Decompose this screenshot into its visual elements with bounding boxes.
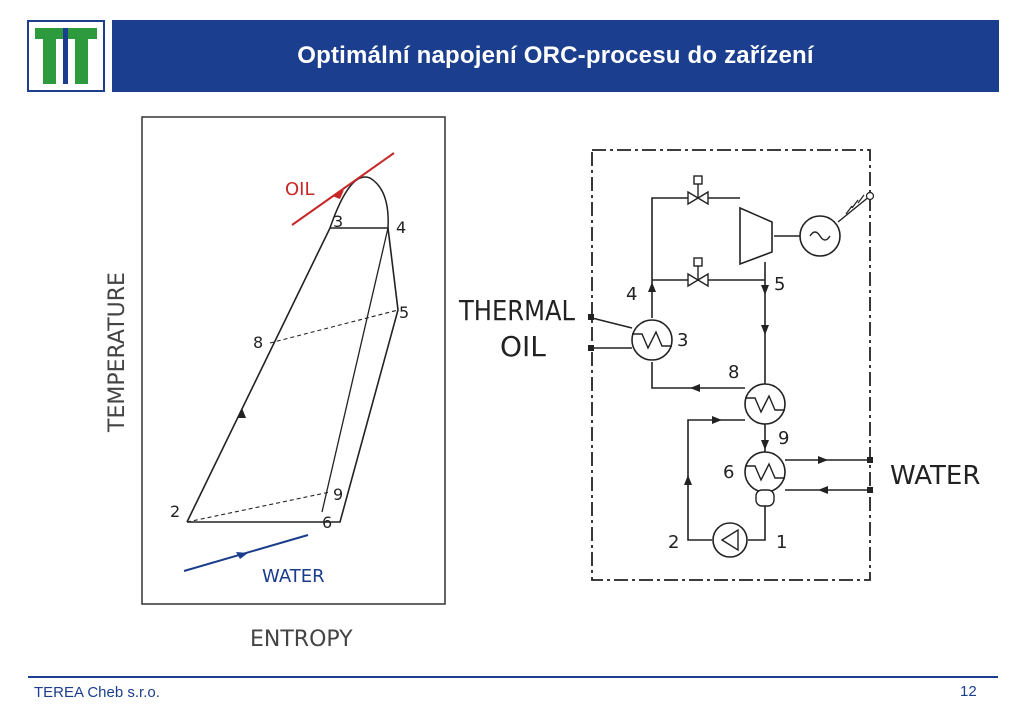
point-5-label: 5 — [399, 303, 409, 322]
point-2-label: 2 — [170, 502, 180, 521]
x-axis-label: ENTROPY — [250, 627, 353, 652]
node-3-label: 3 — [677, 330, 688, 351]
flow-arrow — [818, 456, 828, 464]
valve-icon — [687, 257, 709, 288]
recuperation-line-low — [186, 491, 331, 523]
oil-line — [291, 152, 395, 226]
node-1-label: 1 — [776, 532, 787, 553]
saturation-dome — [329, 176, 389, 229]
node-4-label: 4 — [626, 284, 637, 305]
page-title: Optimální napojení ORC-procesu do zaříze… — [297, 42, 814, 69]
pipe-hp — [651, 197, 740, 318]
flow-arrow — [690, 384, 700, 392]
diagram-canvas: OIL WATER 3 4 5 8 2 9 6 ENTROPY TEMPERAT… — [105, 116, 980, 652]
orc-schematic: THERMAL OIL WATER 4 5 3 8 9 6 2 1 — [458, 149, 980, 581]
generator-icon — [799, 191, 875, 257]
flow-arrow — [238, 408, 246, 418]
thermal-label: THERMAL — [458, 294, 575, 327]
y-axis-label: TEMPERATURE — [105, 272, 130, 433]
system-boundary — [591, 149, 871, 581]
point-8-label: 8 — [253, 333, 263, 352]
heat-exchanger-icon — [744, 451, 786, 507]
pipe-recup-evap — [651, 362, 745, 389]
node-9-label: 9 — [778, 428, 789, 449]
pump-icon — [712, 522, 748, 558]
pipe-pump-recup — [687, 419, 745, 541]
point-6-label: 6 — [322, 513, 332, 532]
logo-icon — [35, 28, 97, 84]
company-logo — [27, 20, 105, 92]
flow-arrow — [761, 285, 769, 295]
oil-arrow — [332, 190, 344, 199]
flow-arrow — [712, 416, 722, 424]
point-3-label: 3 — [333, 212, 343, 231]
heat-exchanger-icon — [744, 383, 786, 425]
oil-in-line — [591, 317, 633, 329]
node-8-label: 8 — [728, 362, 739, 383]
page-number: 12 — [960, 683, 977, 700]
water-port — [867, 457, 873, 463]
water-label-schematic: WATER — [890, 461, 980, 491]
node-6-label: 6 — [723, 462, 734, 483]
footer-divider — [28, 676, 998, 678]
turbine-icon — [739, 206, 773, 266]
title-bar: Optimální napojení ORC-procesu do zaříze… — [112, 20, 999, 92]
node-2-label: 2 — [668, 532, 679, 553]
oil-label: OIL — [285, 179, 315, 200]
recuperation-line — [269, 309, 399, 344]
point-4-label: 4 — [396, 218, 406, 237]
flow-arrow — [761, 440, 769, 450]
valve-icon — [687, 175, 709, 206]
heat-exchanger-icon — [631, 319, 673, 361]
water-port — [867, 487, 873, 493]
oil-port — [588, 345, 594, 351]
flow-arrow — [818, 486, 828, 494]
expansion-line — [321, 227, 389, 513]
water-label: WATER — [262, 566, 325, 587]
flow-arrow — [648, 282, 656, 292]
oil-port — [588, 314, 594, 320]
water-arrow — [236, 552, 248, 559]
ts-diagram: OIL WATER 3 4 5 8 2 9 6 ENTROPY TEMPERAT… — [105, 116, 446, 652]
pipe-cond-pump — [748, 505, 766, 541]
cycle-line — [186, 227, 399, 523]
node-5-label: 5 — [774, 274, 785, 295]
flow-arrow — [761, 325, 769, 335]
flow-arrow — [684, 475, 692, 485]
point-9-label: 9 — [333, 485, 343, 504]
footer-company: TEREA Cheb s.r.o. — [34, 684, 160, 701]
oil-label-schematic: OIL — [500, 330, 546, 363]
ts-frame — [141, 116, 446, 605]
